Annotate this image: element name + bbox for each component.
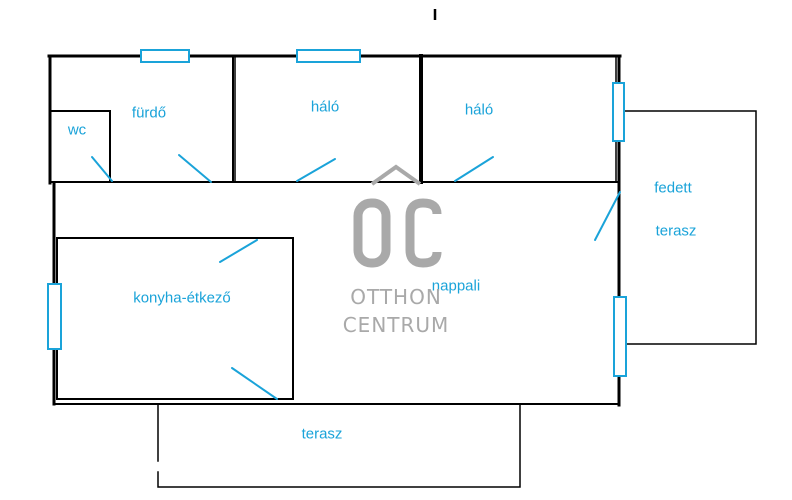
window-nappali — [613, 296, 627, 377]
door-terasz — [594, 191, 621, 241]
door-wc — [91, 156, 113, 182]
windows — [47, 49, 627, 377]
door-halo1 — [296, 158, 336, 182]
room-label-wc: wc — [67, 121, 87, 139]
roof-icon — [370, 164, 422, 186]
logo-o-shape — [353, 198, 391, 268]
room-label-fedett-terasz: terasz — [655, 222, 697, 240]
room-label-halo-1: háló — [310, 98, 340, 116]
watermark-logo — [353, 164, 442, 268]
room-label-nappali: nappali — [431, 277, 481, 295]
window-halo1 — [296, 49, 361, 63]
watermark-line-2: CENTRUM — [342, 313, 450, 337]
terasz-outline — [157, 403, 521, 488]
room-label-halo-2: háló — [464, 101, 494, 119]
watermark-line-1: OTTHON — [350, 285, 442, 309]
door-konyha-bottom — [231, 367, 278, 400]
room-label-furdo: fürdő — [131, 104, 167, 122]
window-konyha — [47, 283, 62, 350]
doors — [91, 154, 621, 400]
door-halo2 — [454, 156, 494, 182]
room-label-terasz: terasz — [301, 425, 343, 443]
window-furdo — [140, 49, 190, 63]
room-label-fedett: fedett — [654, 179, 692, 197]
logo-c-shape — [405, 198, 442, 268]
door-furdo — [178, 154, 212, 183]
door-konyha-top — [219, 239, 258, 263]
room-label-konyha: konyha-étkező — [133, 289, 231, 307]
window-halo2 — [612, 82, 625, 142]
fedett-terasz-outline — [618, 110, 757, 345]
